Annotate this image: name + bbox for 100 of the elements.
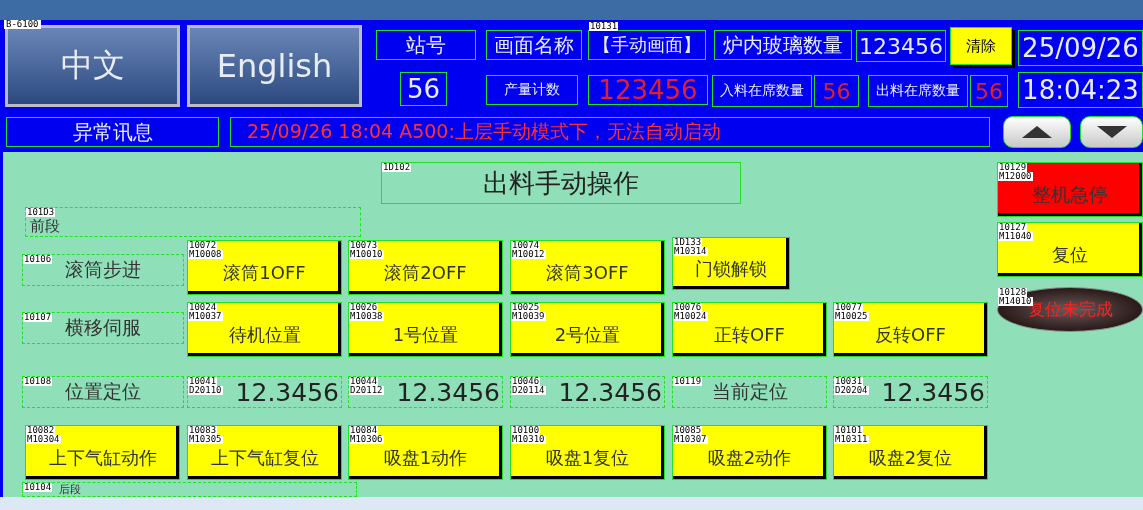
push-button: 10082 M10304 上下气缸动作 <box>25 425 180 480</box>
push-button: 1D133 M10314 门锁解锁 <box>672 237 790 290</box>
address-tag: 10084 <box>349 426 379 435</box>
address-tag: 10119 <box>673 377 703 386</box>
push-button: 10025 M10039 2号位置 <box>510 302 665 357</box>
section-label <box>22 482 357 497</box>
field-text: 12.3456 <box>396 377 500 407</box>
address-tag: M10039 <box>511 312 546 321</box>
field-text: 56 <box>406 74 441 104</box>
address-tag: 10106 <box>23 255 53 264</box>
screen-id-tag: B-6100 <box>4 20 41 29</box>
scroll-down-button <box>1080 116 1143 148</box>
push-button: 10076 M10024 正转OFF <box>672 302 827 357</box>
address-tag: 10107 <box>23 313 53 322</box>
push-button: 10074 M10012 滚筒3OFF <box>510 240 665 295</box>
field-text: 异常讯息 <box>72 118 153 146</box>
address-tag: 10129 <box>998 163 1028 172</box>
field-text: 123456 <box>859 33 943 59</box>
address-tag: M10038 <box>349 312 384 321</box>
address-tag: 10083 <box>188 426 218 435</box>
field-label <box>714 30 852 60</box>
field-label <box>6 117 219 147</box>
field-label <box>22 254 184 286</box>
push-button: 10101 M10311 吸盘2复位 <box>833 425 988 480</box>
field-text: 前段 <box>30 217 60 236</box>
language-button: English <box>187 25 362 107</box>
push-button: 10084 M10306 吸盘1动作 <box>348 425 503 480</box>
push-button: 10073 M10010 滚筒2OFF <box>348 240 503 295</box>
address-tag: 10026 <box>349 303 379 312</box>
field-label <box>486 30 582 60</box>
field-text: 炉内玻璃数量 <box>723 31 843 59</box>
field-text: 12.3456 <box>558 377 662 407</box>
address-tag: 10031 <box>834 377 864 386</box>
field-text: 画面名称 <box>494 31 574 59</box>
address-tag: M10037 <box>188 312 223 321</box>
screen-title <box>381 162 741 204</box>
field-text: 18:04:23 <box>1022 75 1139 105</box>
value-display <box>833 376 988 408</box>
address-tag: M10025 <box>834 312 869 321</box>
address-tag: M10314 <box>673 247 708 256</box>
value-display <box>187 376 342 408</box>
address-tag: M12000 <box>998 172 1033 181</box>
address-tag: M10304 <box>26 435 61 444</box>
field-text: 后段 <box>59 483 81 496</box>
field-text: 滚筒步进 <box>65 257 141 282</box>
field-text: 出料手动操作 <box>483 166 639 200</box>
field-text: 25/09/26 18:04 A500:上层手动模式下，无法自动启动 <box>247 119 721 144</box>
field-label <box>376 30 476 60</box>
field-text: 当前定位 <box>711 379 788 404</box>
address-tag: M10310 <box>511 435 546 444</box>
address-tag: M10306 <box>349 435 384 444</box>
field-text: 56 <box>822 78 851 104</box>
push-button: 10072 M10008 滚筒1OFF <box>187 240 342 295</box>
field-label <box>22 312 184 344</box>
field-label <box>672 376 827 408</box>
field-label <box>868 75 968 107</box>
push-button: 10085 M10307 吸盘2动作 <box>672 425 827 480</box>
emergency-stop-button: 10129 M12000 整机急停 <box>997 162 1143 217</box>
address-tag: 10072 <box>188 241 218 250</box>
address-tag: M10008 <box>188 250 223 259</box>
field-text: 25/09/26 <box>1022 33 1139 63</box>
window-title-bar <box>0 0 1143 20</box>
address-tag: D20114 <box>511 386 546 395</box>
address-tag: D20112 <box>349 386 384 395</box>
address-tag: 10108 <box>23 377 53 386</box>
address-tag: 1D133 <box>673 238 703 247</box>
address-tag: 10024 <box>188 303 218 312</box>
address-tag: D20110 <box>188 386 223 395</box>
address-tag: 101D3 <box>26 208 56 217</box>
field-text: 【手动画面】 <box>593 33 701 57</box>
value-display <box>400 72 447 106</box>
address-tag: M10305 <box>188 435 223 444</box>
field-text: 56 <box>975 78 1003 104</box>
field-text: 123456 <box>598 75 698 105</box>
clear-button: 清除 <box>950 27 1012 65</box>
address-tag: 10127 <box>998 223 1028 232</box>
section-label <box>25 207 361 237</box>
push-button: 10026 M10038 1号位置 <box>348 302 503 357</box>
field-text: 站号 <box>406 31 446 59</box>
address-tag: 10076 <box>673 303 703 312</box>
push-button: 10083 M10305 上下气缸复位 <box>187 425 342 480</box>
field-text: 出料在席数量 <box>876 82 960 100</box>
address-tag: 10082 <box>26 426 56 435</box>
field-text: 位置定位 <box>65 379 141 404</box>
push-button: 10077 M10025 反转OFF <box>833 302 988 357</box>
address-tag: 10044 <box>349 377 379 386</box>
field-label <box>712 75 812 107</box>
address-tag: M11040 <box>998 232 1033 241</box>
address-tag: 10041 <box>188 377 218 386</box>
alarm-message <box>230 117 990 147</box>
address-tag: 10046 <box>511 377 541 386</box>
address-tag: 10128 <box>998 288 1028 297</box>
field-label <box>22 376 184 408</box>
address-tag: 10104 <box>23 483 53 492</box>
push-button: 10127 M11040 复位 <box>997 222 1143 277</box>
value-display <box>510 376 665 408</box>
push-button: 10024 M10037 待机位置 <box>187 302 342 357</box>
address-tag: 10085 <box>673 426 703 435</box>
address-tag: M10010 <box>349 250 384 259</box>
address-tag: 10100 <box>511 426 541 435</box>
